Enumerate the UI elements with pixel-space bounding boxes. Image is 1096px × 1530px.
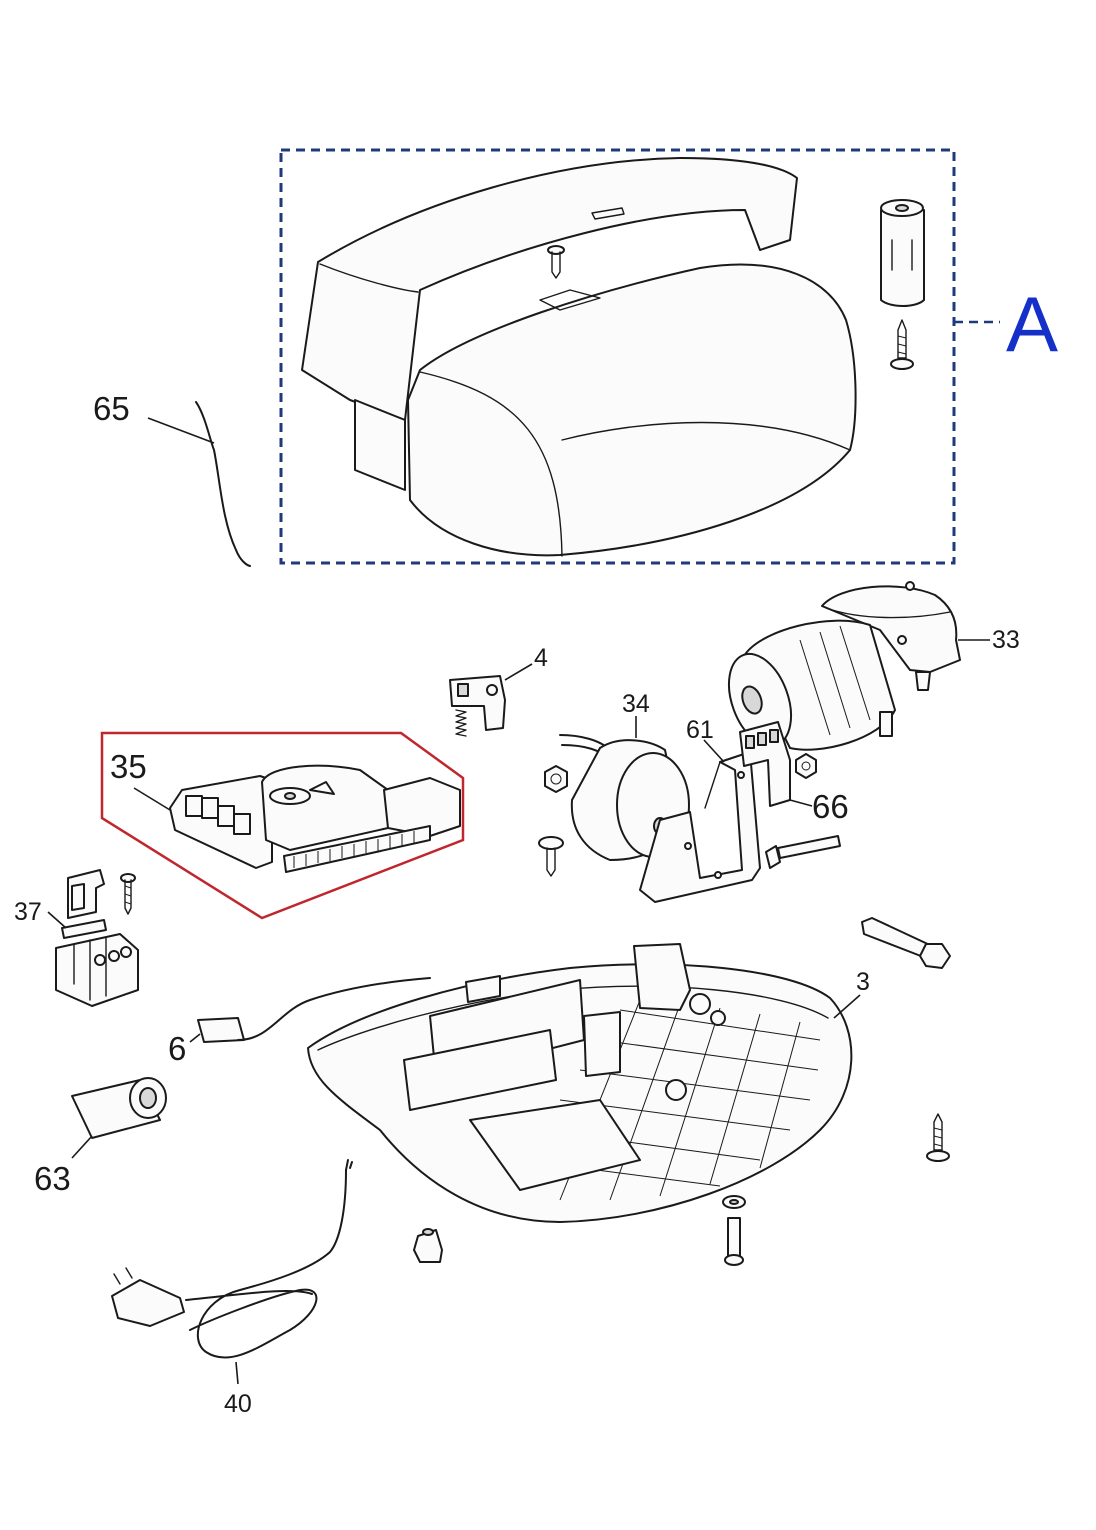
part-6-callout: 6 xyxy=(168,1030,186,1067)
base-long-bolt xyxy=(861,917,951,969)
part-37-leader xyxy=(47,911,67,929)
cover-lid xyxy=(301,157,798,421)
cover-cap-screw xyxy=(890,319,914,370)
part-66-callout: 66 xyxy=(812,788,849,825)
part-66-leader xyxy=(789,799,813,807)
part-6-pad-shape xyxy=(197,1017,245,1043)
cover-body-top-edge xyxy=(561,421,851,451)
part-37-callout: 37 xyxy=(14,898,42,926)
cover-rear-block xyxy=(354,399,406,491)
part-33-motor: 33 xyxy=(727,581,1020,751)
part-35-leader xyxy=(133,787,171,811)
cover-lid-edge xyxy=(319,263,419,293)
part-35-highlight-outline xyxy=(100,731,465,920)
part-40-leader xyxy=(235,1361,239,1385)
base-bottom-bolt xyxy=(722,1195,746,1266)
part-66-bolt xyxy=(765,835,841,869)
part-35-control-board: 35 xyxy=(100,731,465,920)
part-6-pad: 6 xyxy=(168,977,431,1067)
bracket-body xyxy=(639,751,761,903)
cover-body xyxy=(407,263,857,557)
part-34-nut xyxy=(544,765,568,793)
part-61-leader xyxy=(703,739,725,763)
group-a-cover-assembly: A xyxy=(279,148,1058,565)
part-4-callout: 4 xyxy=(534,644,548,672)
part-65-wire-path xyxy=(195,401,251,567)
part-40-cord-path xyxy=(185,1169,347,1359)
cover-body-front-edge xyxy=(419,371,563,557)
part-40-plug xyxy=(111,1279,185,1327)
part-6-leader xyxy=(189,1033,201,1043)
part-34-screw xyxy=(538,836,564,877)
control-board-cover xyxy=(261,764,389,851)
cover-screw xyxy=(547,245,565,279)
cover-lid-slot xyxy=(591,207,625,220)
cover-body-recess xyxy=(539,289,601,311)
part-40-power-cord: 40 xyxy=(111,1159,353,1418)
group-a-dashed-box xyxy=(279,148,956,565)
cable-grommet xyxy=(413,1228,443,1263)
part-37-terminal-block xyxy=(55,933,139,1007)
part-35-callout: 35 xyxy=(110,748,147,785)
base-side-screw xyxy=(926,1113,950,1162)
part-66-terminal: 66 xyxy=(739,721,849,869)
part-4-leader xyxy=(504,663,533,681)
part-61-bracket: 61 xyxy=(639,716,761,903)
part-65-wire: 65 xyxy=(93,390,251,567)
part-3-leader xyxy=(833,994,861,1019)
part-3-callout: 3 xyxy=(856,968,870,996)
part-37-screw xyxy=(120,873,136,915)
part-65-leader xyxy=(147,417,215,444)
part-63-sleeve: 63 xyxy=(34,1077,167,1197)
part-66-nut xyxy=(795,753,817,779)
part-61-callout: 61 xyxy=(686,716,714,744)
part-63-callout: 63 xyxy=(34,1160,71,1197)
part-37-fuse-terminal: 37 xyxy=(14,869,139,1007)
part-40-callout: 40 xyxy=(224,1390,252,1418)
motor-gearbox-housing xyxy=(821,585,961,673)
part-33-callout: 33 xyxy=(992,626,1020,654)
group-a-label: A xyxy=(1006,280,1058,368)
part-34-callout: 34 xyxy=(622,690,650,718)
part-3-base-plate: 3 xyxy=(307,943,870,1223)
part-4-bracket: 4 xyxy=(449,644,548,737)
part-63-leader xyxy=(71,1135,93,1159)
part-37-fuse xyxy=(61,919,107,939)
part-65-callout: 65 xyxy=(93,390,130,427)
cover-cap-sleeve xyxy=(880,199,925,307)
